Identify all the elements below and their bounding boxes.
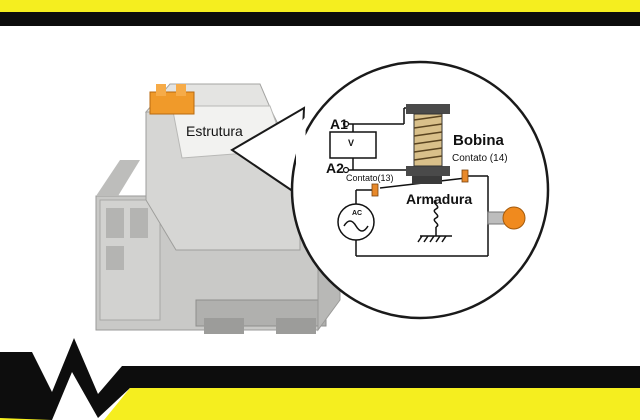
ac-source-label: AC: [352, 210, 363, 217]
coil-icon: [406, 104, 450, 184]
bottom-yellow-band: [0, 388, 640, 420]
contact-14-pad: [461, 169, 469, 183]
terminal-a1-label: A1: [330, 116, 348, 132]
armature-knob-icon: [502, 206, 526, 230]
contact-14-label: Contato (14): [452, 153, 508, 164]
contact-13-label: Contato(13): [346, 173, 394, 183]
coil-label: Bobina: [453, 132, 504, 149]
armature-label: Armadura: [406, 191, 473, 207]
terminal-a1-dot: [342, 120, 350, 128]
voltmeter-label: V: [348, 138, 355, 148]
bottom-black-band: [0, 338, 640, 420]
terminal-a2-label: A2: [326, 160, 344, 176]
contact-13-pad: [371, 183, 379, 197]
orange-connector: [149, 84, 195, 115]
top-yellow-band: [0, 0, 640, 12]
top-black-line: [0, 12, 640, 26]
terminal-a2-dot: [342, 166, 350, 174]
structure-label: Estrutura: [186, 123, 243, 139]
callout-circle: [290, 60, 550, 320]
